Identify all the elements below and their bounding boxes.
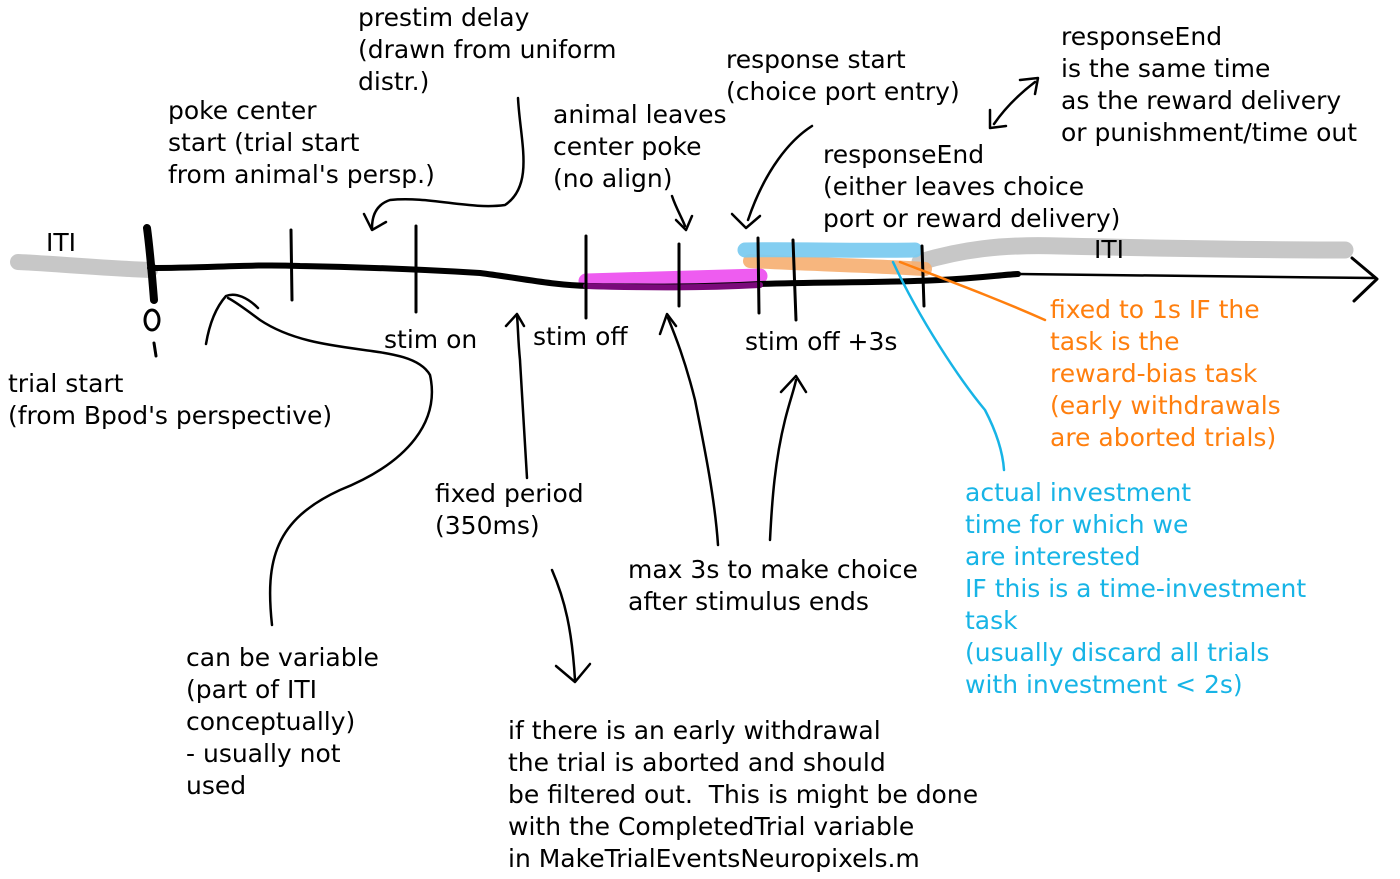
iti-band-right: [911, 237, 1354, 271]
trial-start-bpod-note: trial start (from Bpod's perspective): [8, 369, 333, 430]
can-be-variable-note: can be variable (part of ITI conceptuall…: [186, 643, 379, 800]
max-choice-arrowhead-right: [779, 374, 808, 394]
iti-label-left: ITI: [46, 228, 77, 257]
response-end-note: responseEnd (either leaves choice port o…: [823, 140, 1121, 233]
animal-leaves-arrow: [670, 194, 687, 228]
reward-bias-note: fixed to 1s IF the task is the reward-bi…: [1050, 295, 1281, 452]
trial-start-tick: [143, 224, 158, 304]
poke-center-tick: [289, 228, 294, 302]
early-withdrawal-note: if there is an early withdrawal the tria…: [508, 716, 979, 873]
fixed-period-note: fixed period (350ms): [435, 479, 584, 540]
prestim-delay-note: prestim delay (drawn from uniform distr.…: [358, 3, 617, 96]
stim-off-3s-tick: [791, 238, 798, 322]
response-end-same-note: responseEnd is the same time as the rewa…: [1061, 22, 1358, 147]
early-withdrawal-arrow: [550, 568, 577, 682]
fixed-period-arrow: [515, 314, 529, 480]
can-be-variable-arrowhead: [204, 293, 260, 346]
response-start-note: response start (choice port entry): [726, 45, 960, 106]
double-arrow: [992, 80, 1037, 126]
double-arrow-head-bottom: [988, 108, 1008, 130]
prestim-arrow: [370, 96, 525, 230]
investment-time-note: actual investment time for which we are …: [965, 478, 1307, 699]
reward-band: [743, 254, 932, 276]
max-choice-note: max 3s to make choice after stimulus end…: [628, 555, 918, 616]
response-start-arrowhead: [730, 212, 762, 230]
animal-leaves-arrowhead: [674, 214, 694, 232]
stimulus-band: [578, 268, 768, 289]
stim-period-line: [583, 282, 763, 291]
iti-label-right: ITI: [1094, 235, 1125, 264]
fixed-period-arrowhead: [504, 312, 526, 328]
timeline-arrow-shaft: [1016, 272, 1377, 280]
poke-center-start-note: poke center start (trial start from anim…: [168, 96, 435, 189]
max-choice-arrowhead-left: [658, 312, 678, 336]
response-start-arrow: [746, 124, 814, 222]
response-band: [737, 242, 923, 258]
iti-band-left: [10, 254, 158, 278]
investment-pointer: [891, 260, 1006, 472]
reward-bias-pointer: [898, 260, 1047, 322]
response-end-tick: [920, 244, 926, 308]
timeline-arrowhead: [1350, 256, 1379, 303]
stim-off-label: stim off: [533, 322, 628, 351]
prestim-arrowhead: [362, 212, 388, 232]
early-withdrawal-arrowhead: [554, 662, 592, 684]
stim-off-3s-label: stim off +3s: [745, 327, 898, 356]
trial-start-marker: [143, 308, 161, 332]
double-arrow-head-top: [1018, 76, 1040, 96]
max-choice-arrow-right: [768, 378, 798, 542]
animal-leaves-note: animal leaves center poke (no align): [553, 100, 727, 193]
response-start-tick: [756, 236, 761, 315]
can-be-variable-arrow: [226, 296, 434, 627]
trial-start-dash: [152, 341, 158, 358]
stim-on-label: stim on: [384, 325, 478, 354]
max-choice-arrow-left: [666, 316, 720, 547]
